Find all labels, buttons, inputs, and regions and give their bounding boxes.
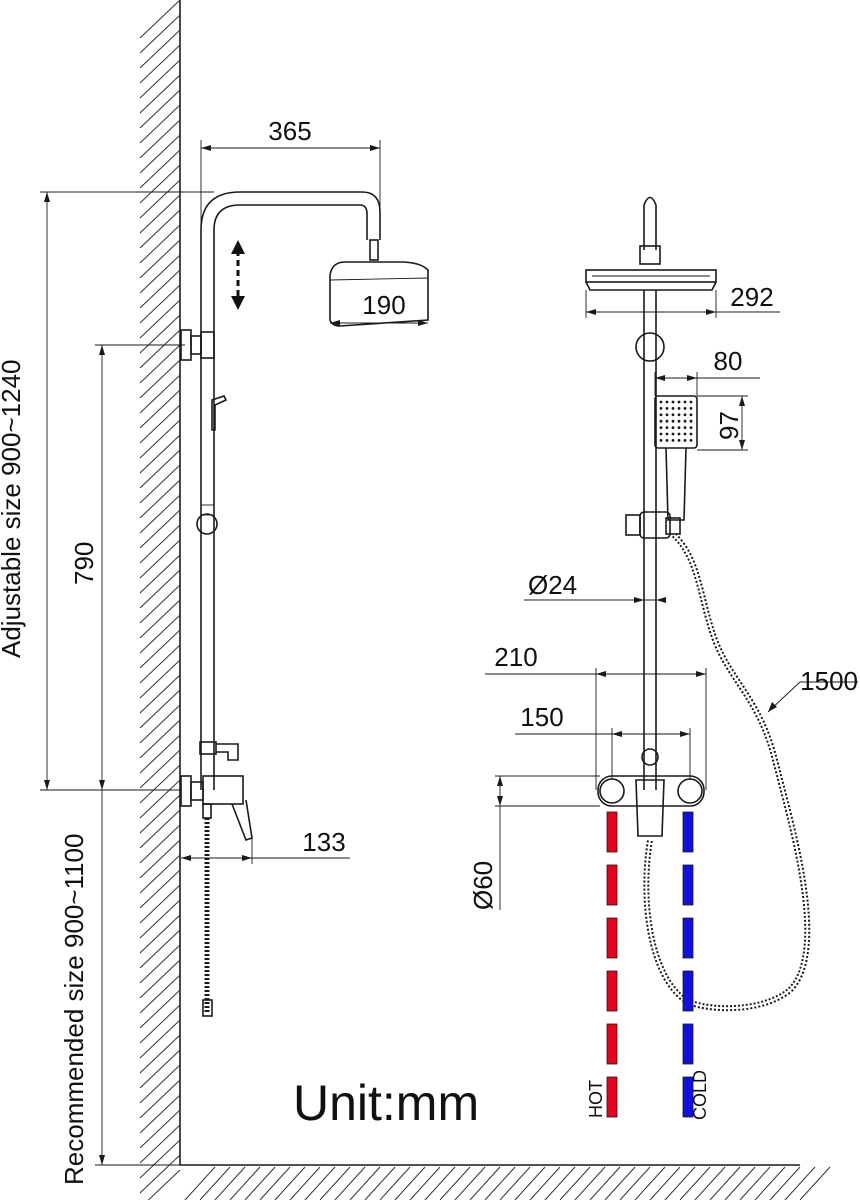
hose-length-value: 1500	[800, 666, 858, 696]
cold-supply-line	[682, 811, 694, 1118]
dim-head-side: 190	[330, 290, 428, 326]
dim-inlet-min: 150	[515, 702, 691, 780]
hot-label: HOT	[586, 1080, 606, 1118]
handshower-height-value: 97	[714, 411, 744, 440]
dim-adjustable: Adjustable size 900~1240	[0, 191, 214, 791]
slider-knob	[196, 513, 218, 535]
hand-shower-side	[211, 395, 228, 431]
dim-rail-length: 790	[69, 344, 185, 790]
mixer-projection-value: 133	[302, 827, 345, 857]
unit-label: Unit:mm	[293, 1075, 479, 1131]
dim-inlet-max: 210	[485, 642, 707, 790]
riser-pipe	[200, 230, 215, 790]
adjustable-size-label: Adjustable size 900~1240	[0, 359, 26, 658]
hot-supply-line	[606, 811, 618, 1118]
dim-head-front: 292	[585, 282, 780, 318]
inlet-min-value: 150	[520, 702, 563, 732]
rail-length-value: 790	[69, 542, 99, 585]
rail-diameter-value: Ø24	[528, 570, 577, 600]
handshower-width-value: 80	[714, 346, 743, 376]
side-view	[180, 191, 429, 1017]
shower-head-front	[585, 269, 717, 291]
dim-arm-reach: 365	[200, 116, 381, 235]
floor	[180, 1164, 831, 1200]
dim-handshower-height: 97	[697, 395, 748, 451]
wall	[139, 0, 181, 1200]
slider-front	[625, 511, 681, 539]
dim-recommended: Recommended size 900~1100	[59, 790, 180, 1185]
dim-mixer-projection: 133	[181, 827, 350, 864]
head-side-value: 190	[362, 290, 405, 320]
dim-flange-diameter: Ø60	[468, 775, 600, 910]
arm-reach-value: 365	[268, 116, 311, 146]
hand-shower-front	[654, 395, 698, 521]
up-down-arrow-icon	[231, 240, 245, 310]
cold-label: COLD	[690, 1070, 710, 1120]
shower-head-side	[329, 261, 429, 327]
dim-hose-length: 1500	[767, 666, 858, 713]
front-view	[585, 196, 811, 1118]
recommended-size-label: Recommended size 900~1100	[59, 834, 89, 1185]
head-connector	[369, 239, 379, 261]
dim-rail-diameter: Ø24	[524, 570, 666, 603]
wall-bracket-front	[635, 332, 665, 362]
upper-wall-bracket	[180, 329, 215, 361]
mixer-side	[180, 775, 253, 841]
diverter	[199, 741, 239, 761]
inlet-max-value: 210	[494, 642, 537, 672]
hose-front	[643, 532, 811, 1012]
flange-diameter-value: Ø60	[468, 861, 498, 910]
dim-handshower-width: 80	[654, 346, 760, 396]
shower-arm	[200, 191, 381, 240]
head-front-value: 292	[730, 282, 773, 312]
